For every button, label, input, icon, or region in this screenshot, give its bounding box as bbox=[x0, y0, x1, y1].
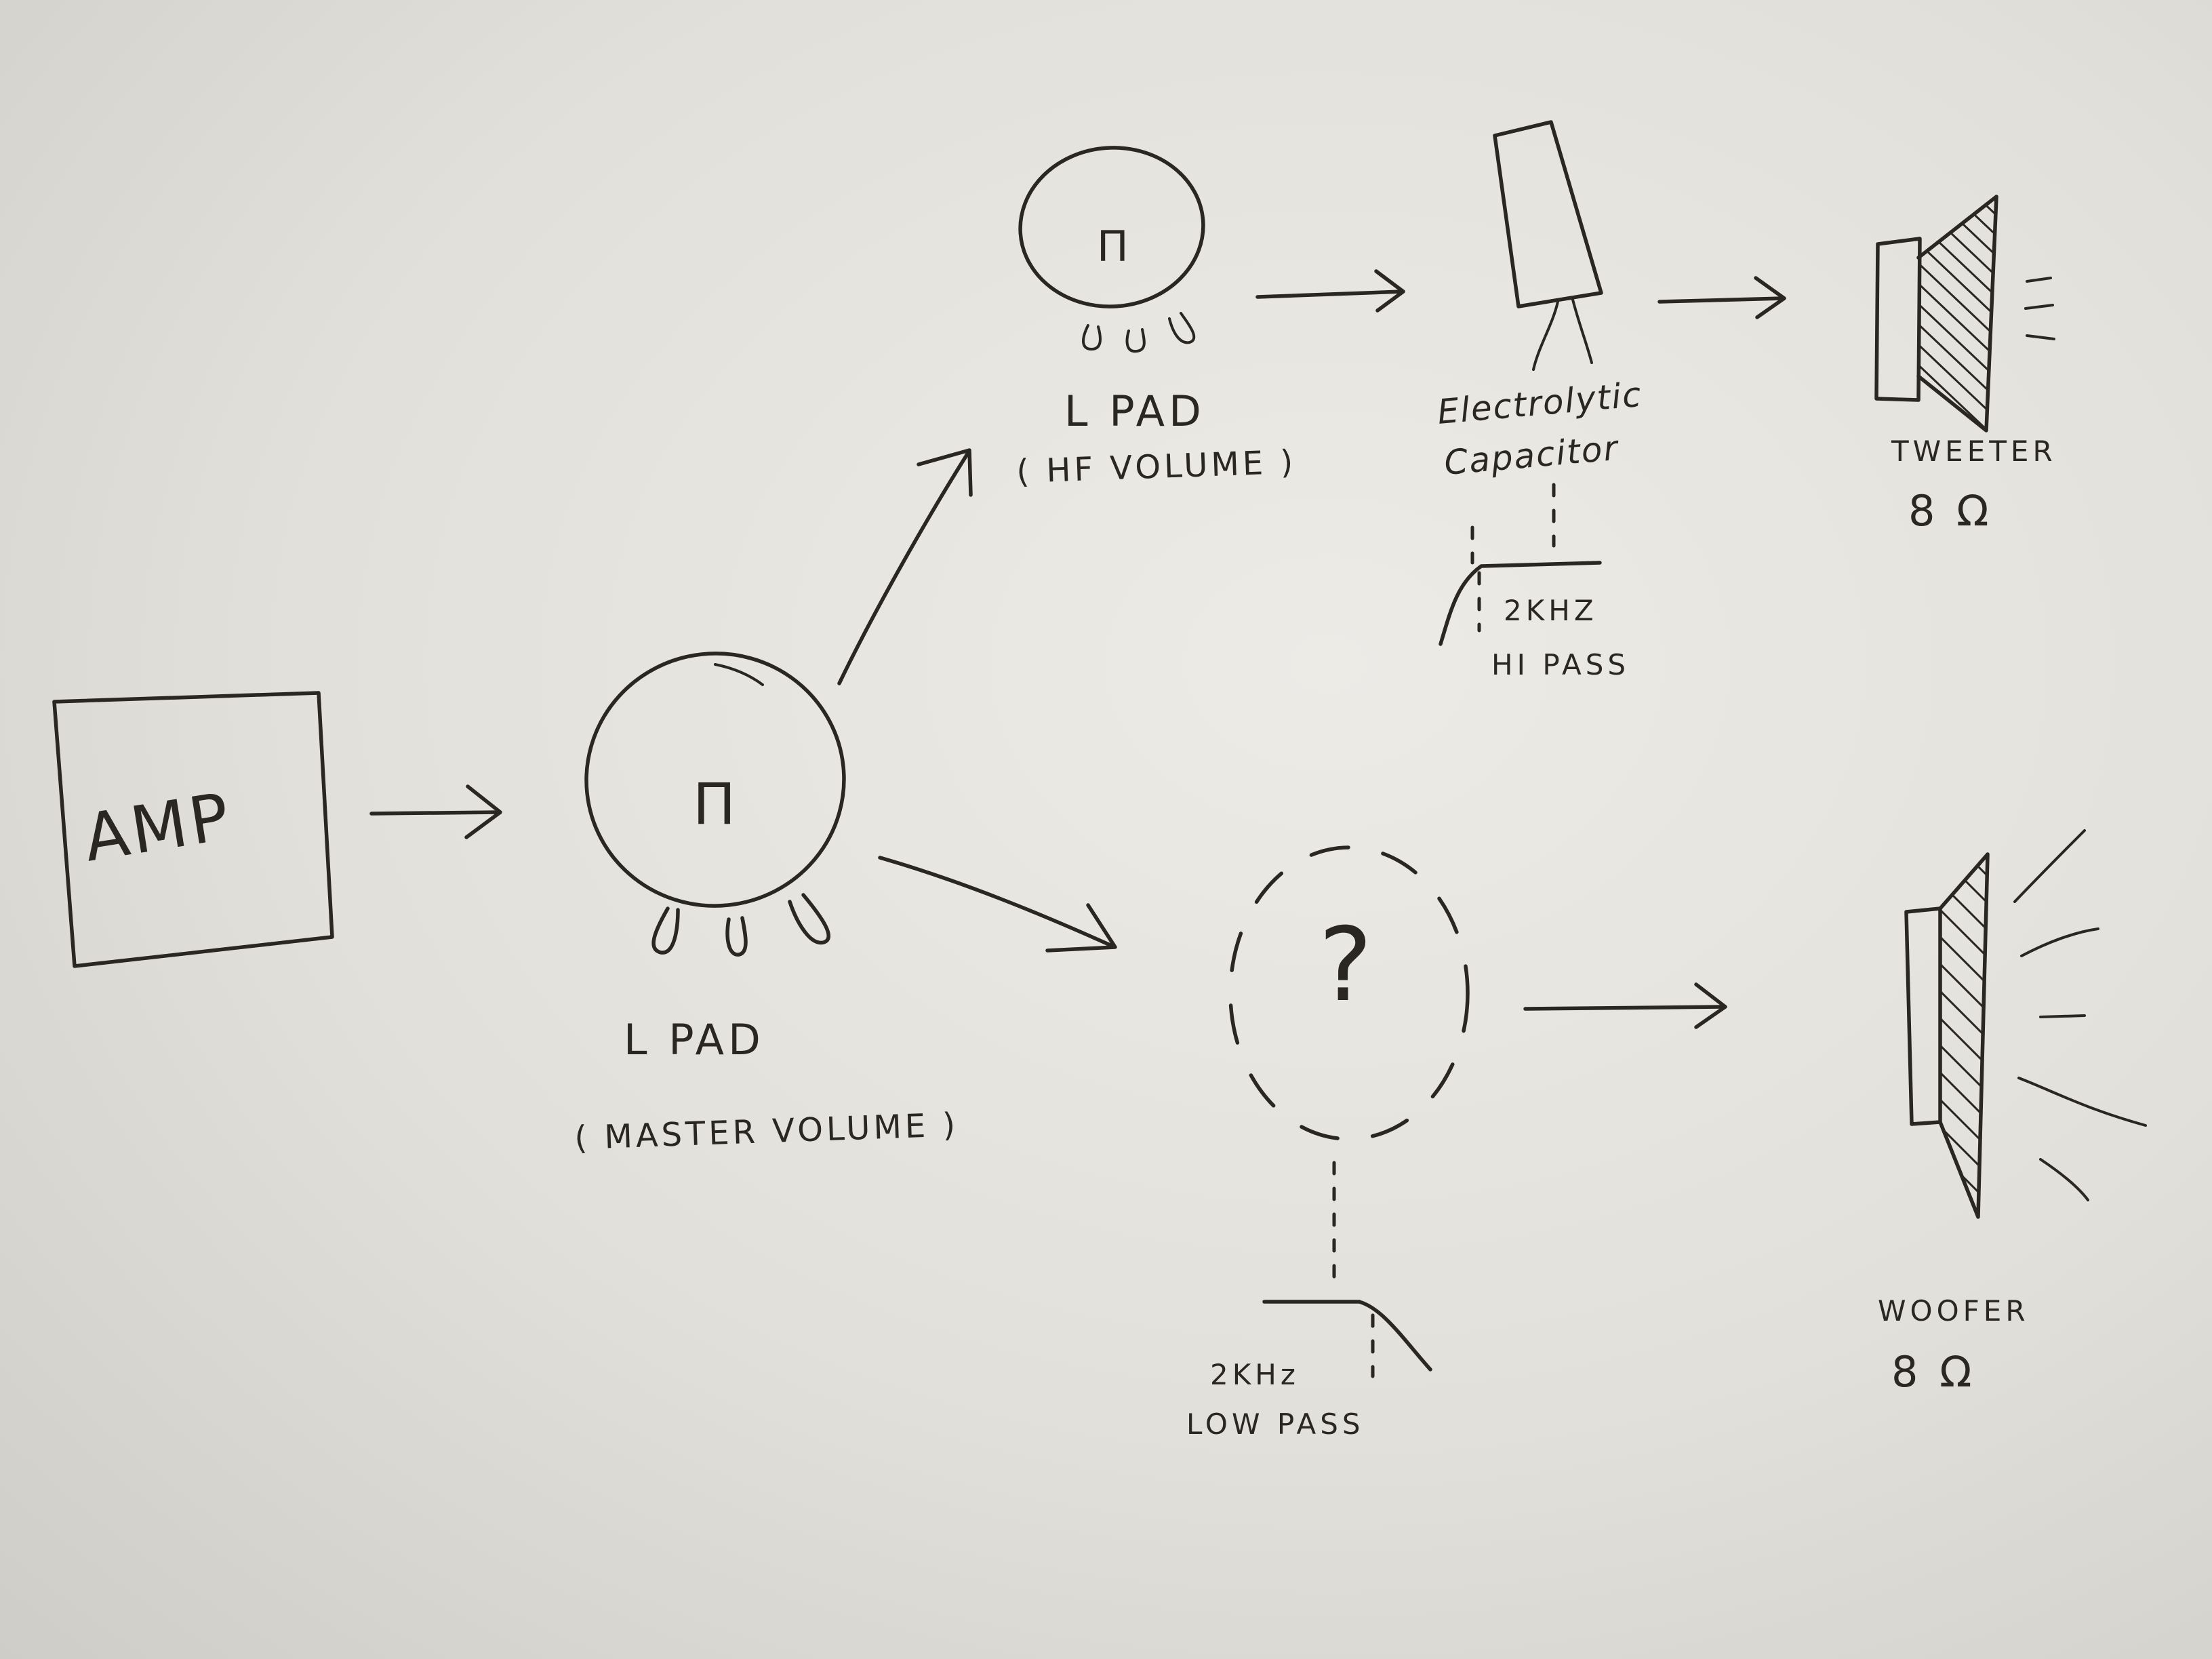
capacitor-label-line2: Capacitor bbox=[1443, 428, 1622, 483]
capacitor-lead-right bbox=[1571, 298, 1593, 364]
lp-frequency: 2KHz bbox=[1210, 1358, 1300, 1391]
amp-node: AMP bbox=[52, 691, 334, 968]
tweeter-node: TWEETER 8 Ω bbox=[1874, 195, 2057, 536]
hf-leg-right bbox=[1168, 312, 1196, 344]
lpad-leg-left bbox=[651, 906, 680, 955]
capacitor-node: Electrolytic Capacitor bbox=[1436, 120, 1644, 483]
tweeter-cone bbox=[1916, 195, 1998, 433]
master-lpad-subtitle: ( MASTER VOLUME ) bbox=[574, 1106, 959, 1157]
woofer-sound-line-2 bbox=[2020, 927, 2099, 957]
amp-box bbox=[52, 691, 334, 968]
knob-highlight bbox=[714, 663, 764, 686]
woofer-impedance: 8 Ω bbox=[1891, 1347, 1976, 1397]
unknown-filter-node: ? bbox=[1228, 845, 1470, 1141]
tweeter-sound-line-1 bbox=[2026, 277, 2052, 283]
capacitor-label-line1: Electrolytic bbox=[1436, 375, 1644, 432]
master-lpad-glyph: Π bbox=[693, 771, 736, 837]
arrow-amp-to-master bbox=[369, 784, 502, 839]
hf-leg-left bbox=[1082, 324, 1102, 351]
master-lpad-title: L PAD bbox=[624, 1015, 765, 1064]
woofer-magnet bbox=[1904, 906, 1942, 1126]
tweeter-sound-line-2 bbox=[2024, 304, 2054, 310]
capacitor-body bbox=[1493, 120, 1603, 308]
woofer-sound-line-5 bbox=[2039, 1158, 2089, 1201]
amp-label: AMP bbox=[79, 778, 237, 877]
woofer-node: WOOFER 8 Ω bbox=[1878, 829, 2147, 1397]
arrow-master-to-filter bbox=[878, 856, 1117, 953]
master-lpad-node: Π L PAD ( MASTER VOLUME ) bbox=[574, 652, 959, 1157]
lp-type: LOW PASS bbox=[1186, 1407, 1365, 1441]
hp-response-curve bbox=[1439, 561, 1602, 646]
tweeter-impedance: 8 Ω bbox=[1908, 486, 1993, 536]
hf-lpad-node: Π L PAD ( HF VOLUME ) bbox=[1015, 146, 1297, 491]
woofer-sound-line-4 bbox=[2017, 1077, 2147, 1127]
high-pass-node: 2KHZ HI PASS bbox=[1439, 483, 1630, 681]
hp-type: HI PASS bbox=[1491, 648, 1630, 681]
capacitor-lead-left bbox=[1532, 300, 1559, 371]
unknown-filter-symbol: ? bbox=[1319, 906, 1373, 1024]
woofer-sound-line-3 bbox=[2039, 1014, 2086, 1018]
arrow-capacitor-to-tweeter bbox=[1657, 276, 1786, 319]
tweeter-name: TWEETER bbox=[1891, 435, 2057, 468]
arrow-master-to-hf bbox=[837, 448, 973, 685]
master-lpad-knob bbox=[584, 652, 846, 908]
unknown-filter-circle bbox=[1228, 845, 1470, 1141]
arrow-hf-to-capacitor bbox=[1255, 269, 1405, 313]
hf-lpad-glyph: Π bbox=[1097, 222, 1129, 271]
lpad-leg-right bbox=[788, 893, 830, 945]
woofer-name: WOOFER bbox=[1878, 1294, 2030, 1327]
low-pass-node: 2KHz LOW PASS bbox=[1186, 1161, 1432, 1441]
lp-response-curve bbox=[1262, 1300, 1432, 1372]
hf-lpad-title: L PAD bbox=[1064, 386, 1205, 436]
hp-frequency: 2KHZ bbox=[1504, 594, 1598, 627]
tweeter-sound-line-3 bbox=[2026, 334, 2055, 340]
arrow-filter-to-woofer bbox=[1523, 982, 1727, 1029]
hf-lpad-subtitle: ( HF VOLUME ) bbox=[1015, 443, 1297, 491]
lpad-leg-middle bbox=[725, 916, 748, 957]
woofer-sound-line-1 bbox=[2013, 829, 2086, 903]
hf-lpad-knob bbox=[1018, 146, 1205, 308]
hf-leg-middle bbox=[1125, 328, 1146, 353]
woofer-cone bbox=[1938, 852, 1990, 1219]
tweeter-magnet bbox=[1874, 237, 1922, 402]
